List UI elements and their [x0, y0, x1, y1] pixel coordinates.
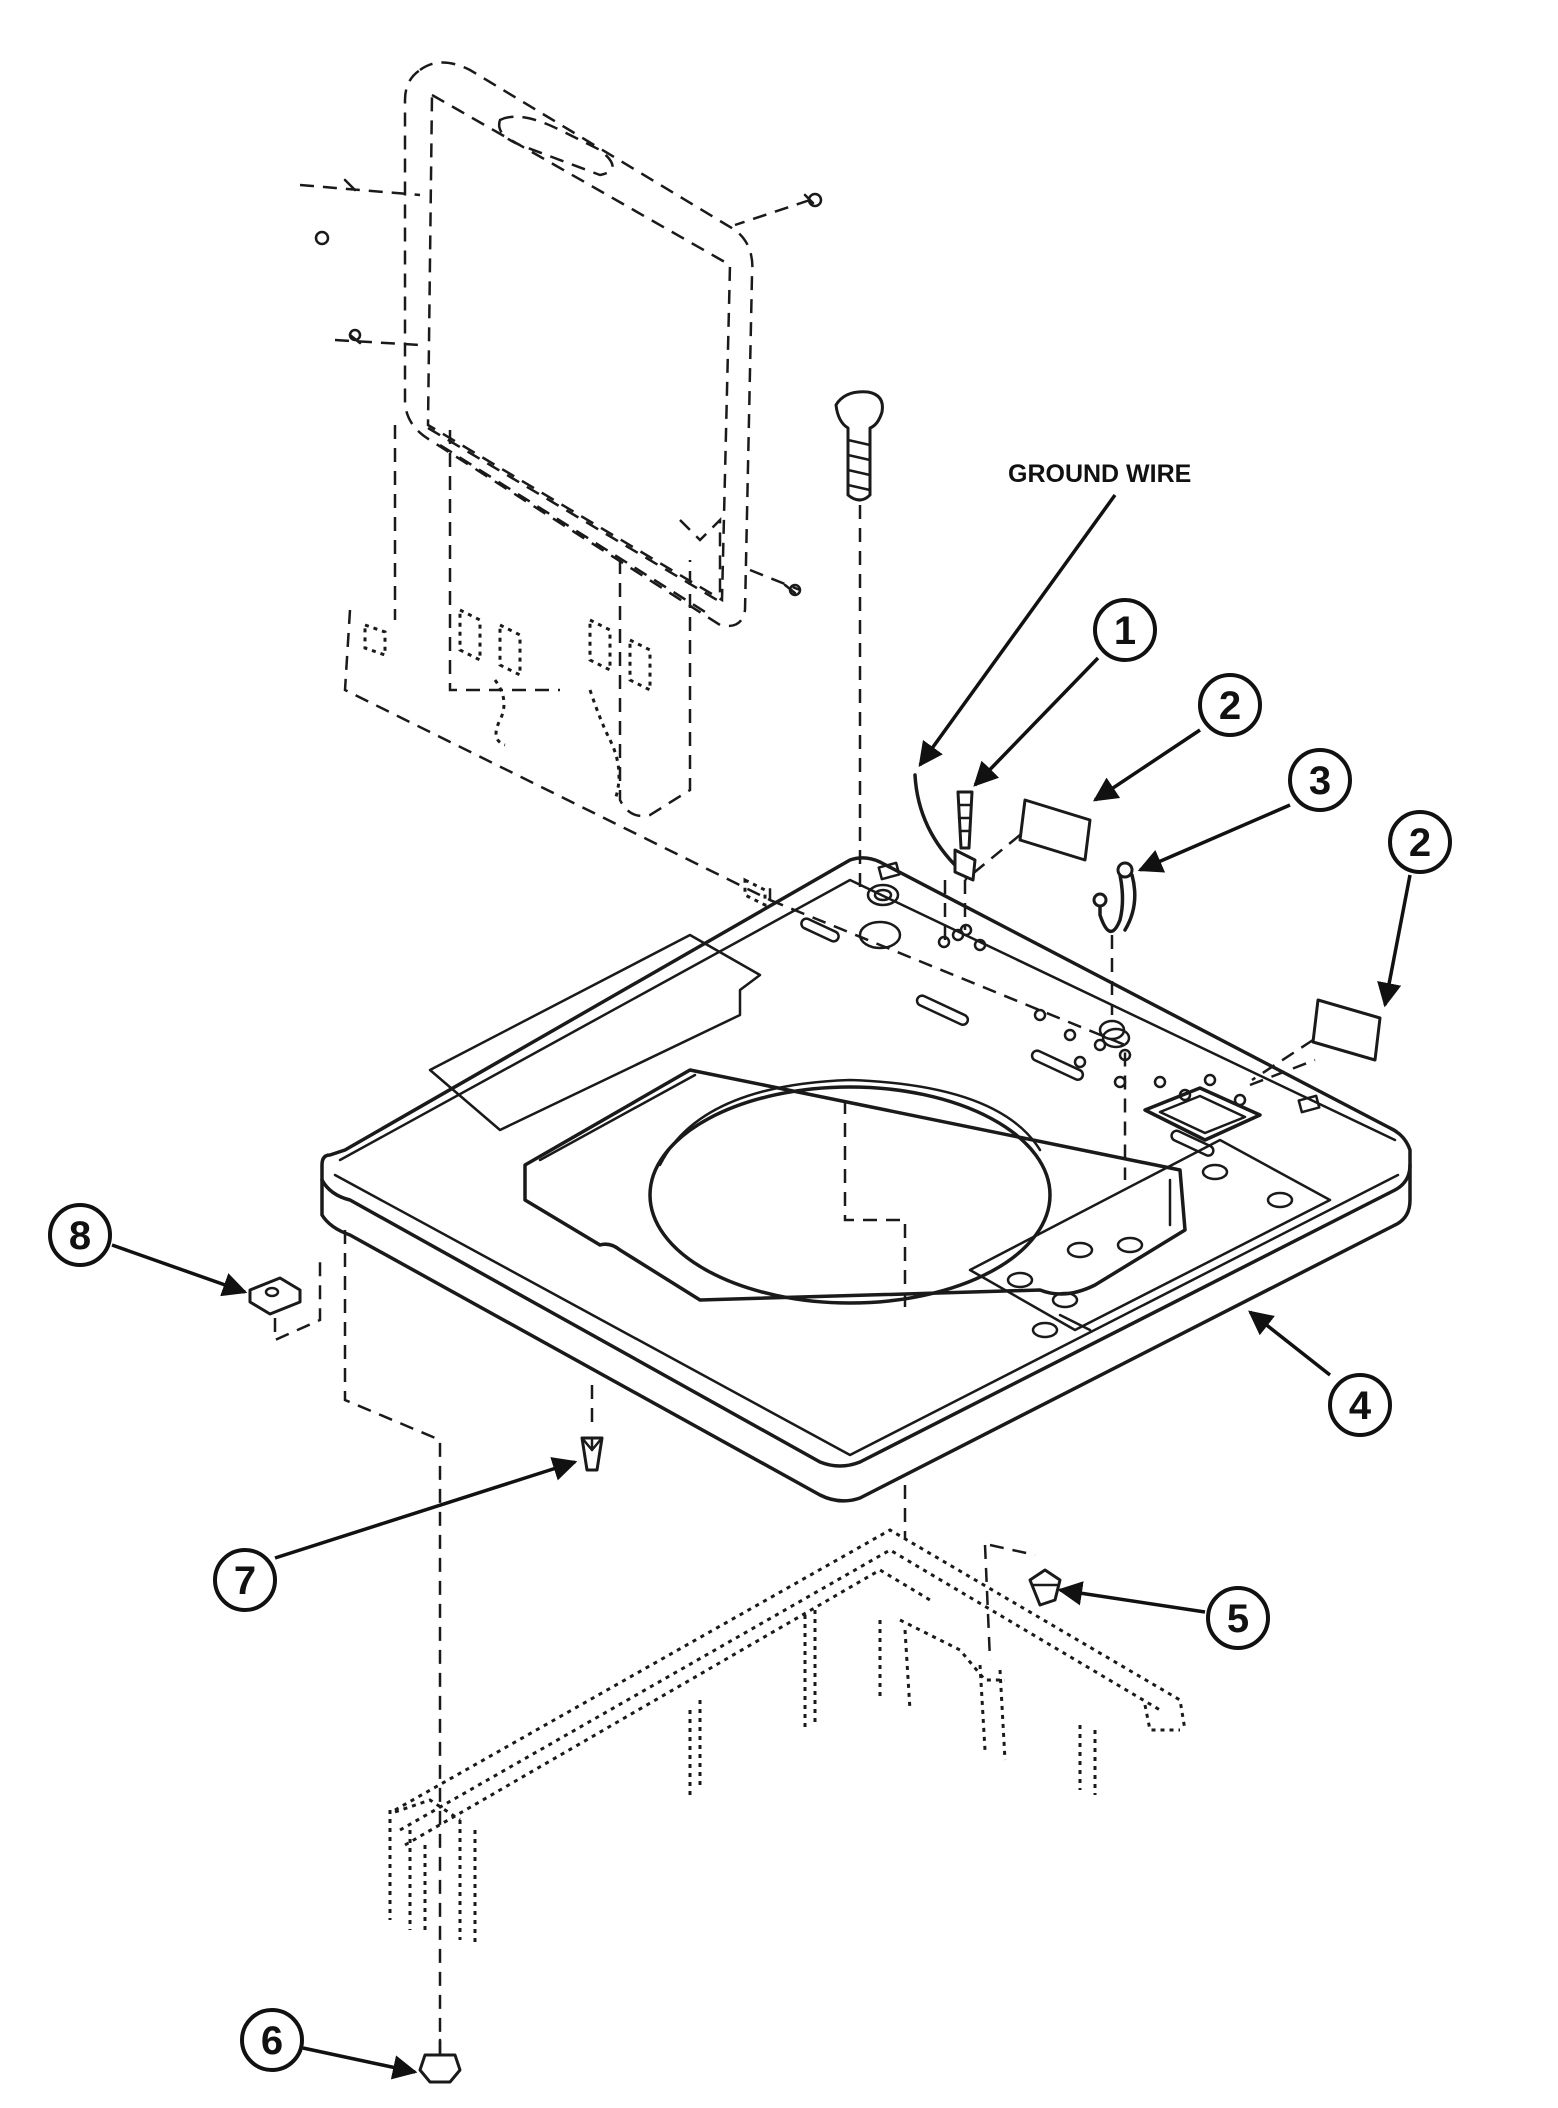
push-fastener — [343, 1230, 604, 2060]
callout-number: 1 — [1114, 609, 1136, 653]
lid-outline — [299, 61, 811, 903]
side-clip — [983, 1543, 1062, 1661]
callout-number: 5 — [1227, 1597, 1249, 1641]
callout-leaders — [111, 656, 1412, 2080]
callout-2: 2 — [1198, 673, 1262, 737]
callout-number: 6 — [261, 2019, 283, 2063]
top-bolt — [834, 390, 884, 890]
cabinet-frame — [388, 1485, 1187, 1945]
callout-2-side: 2 — [1388, 810, 1452, 874]
callout-4: 4 — [1328, 1373, 1392, 1437]
callout-number: 2 — [1219, 684, 1241, 728]
callout-5: 5 — [1206, 1586, 1270, 1650]
label-plate — [964, 798, 1092, 881]
callout-7: 7 — [213, 1548, 277, 1612]
wire-harness — [1092, 861, 1137, 1041]
callout-8: 8 — [48, 1203, 112, 1267]
panel-clip — [248, 1255, 322, 1342]
bottom-screw — [418, 2038, 462, 2084]
callout-number: 8 — [69, 1214, 91, 1258]
callout-6: 6 — [240, 2008, 304, 2072]
callout-number: 3 — [1309, 759, 1331, 803]
ground-wire-callout: GROUND WIRE — [918, 460, 1191, 767]
ground-wire-label: GROUND WIRE — [1008, 460, 1191, 488]
lid-hinge-parts — [314, 178, 823, 908]
top-panel — [320, 856, 1412, 1503]
label-plate-side — [1251, 998, 1382, 1082]
ground-wire-and-screw — [913, 773, 977, 949]
callout-3: 3 — [1288, 748, 1352, 812]
callout-number: 2 — [1409, 821, 1431, 865]
callout-number: 4 — [1349, 1384, 1372, 1428]
callout-number: 7 — [234, 1559, 256, 1603]
callout-1: 1 — [1093, 598, 1157, 662]
